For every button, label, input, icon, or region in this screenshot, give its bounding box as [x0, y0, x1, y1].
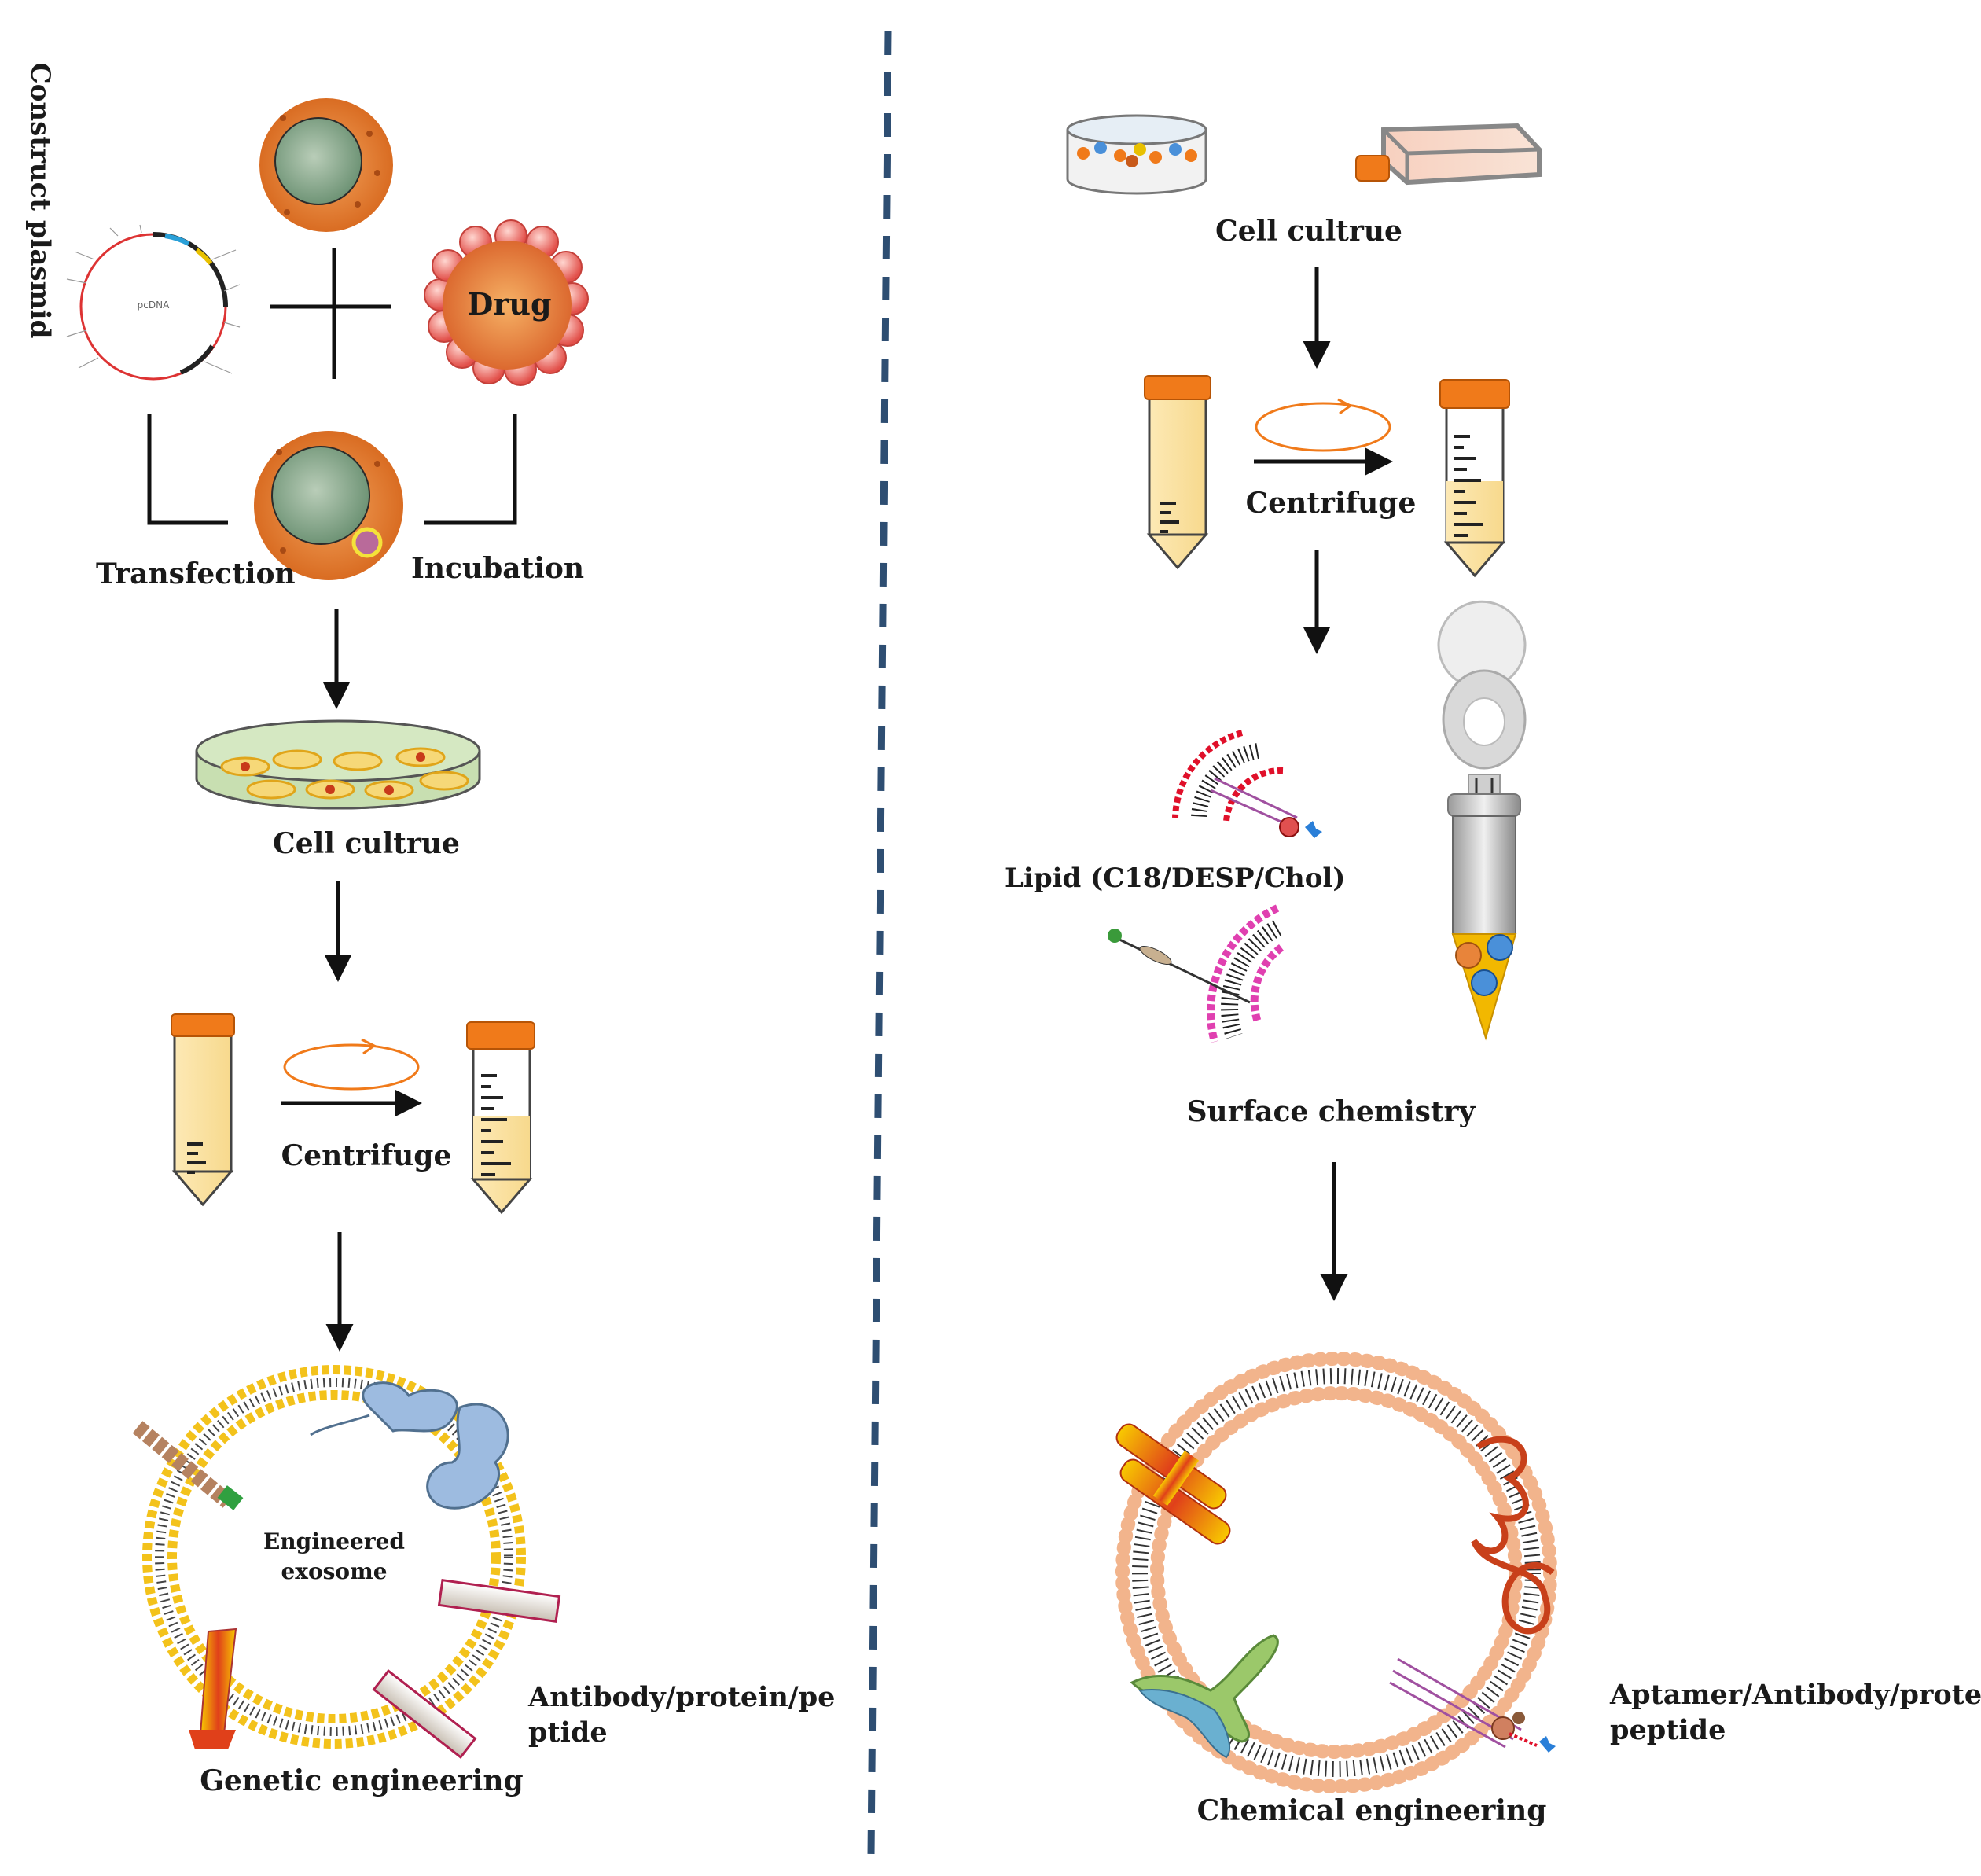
antibody-label-left-1: Antibody/protein/pe — [527, 1681, 835, 1713]
engineered-exosome-left: Engineered exosome — [132, 1365, 561, 1760]
lipid-anchor-ligand — [1389, 1657, 1556, 1753]
transmembrane-protein-left — [189, 1628, 237, 1749]
left-panel-genetic: Construct plasmid pcDNA — [24, 63, 835, 1797]
petri-dish-icon — [1066, 114, 1207, 195]
receptor-protein — [1115, 1423, 1231, 1545]
genetic-engineering-label: Genetic engineering — [200, 1764, 523, 1797]
lipid-fragment-red — [1172, 730, 1322, 838]
aptamer-coil — [1471, 1436, 1555, 1635]
cell-culture-label-left: Cell cultrue — [273, 827, 460, 860]
rotation-icon-left — [283, 1043, 420, 1091]
tube-before-right — [1144, 375, 1211, 570]
membrane-bar-right — [437, 1579, 561, 1623]
donor-cell-icon — [259, 98, 393, 232]
drug-label: Drug — [467, 286, 551, 322]
syringe-filter-icon — [1437, 600, 1527, 1041]
fusion-protein-rod — [132, 1421, 244, 1510]
engineered-cell-icon — [254, 431, 403, 580]
incubation-bracket — [424, 414, 517, 525]
engineered-exosome-label-1: Engineered — [263, 1528, 405, 1554]
rotation-icon-right — [1255, 402, 1391, 452]
cell-culture-label-right: Cell cultrue — [1215, 215, 1402, 248]
plasmid-map-icon: pcDNA — [66, 224, 241, 381]
engineered-exosome-label-2: exosome — [281, 1558, 387, 1584]
tube-after-left — [466, 1021, 535, 1215]
tube-after-right — [1439, 379, 1510, 578]
transfection-bracket — [147, 414, 228, 525]
blue-protein-shape — [310, 1381, 509, 1510]
panel-divider — [867, 31, 892, 1856]
construct-plasmid-label: Construct plasmid — [24, 63, 56, 339]
chemical-exosome — [1115, 1352, 1557, 1793]
membrane-bar-bottom — [372, 1668, 477, 1760]
aptamer-label-1: Aptamer/Antibody/protein/ — [1609, 1679, 1981, 1711]
svg-text:pcDNA: pcDNA — [138, 300, 170, 311]
chemical-engineering-label: Chemical engineering — [1197, 1794, 1547, 1827]
antibody-shape — [1130, 1634, 1279, 1759]
lipid-fragment-magenta — [1108, 904, 1285, 1043]
tube-before-left — [171, 1013, 235, 1207]
culture-flask-icon — [1355, 123, 1542, 186]
plus-cross — [270, 248, 391, 379]
centrifuge-label-left: Centrifuge — [281, 1139, 452, 1172]
centrifuge-label-right: Centrifuge — [1246, 487, 1417, 520]
incubation-label: Incubation — [411, 552, 584, 585]
antibody-label-left-2: ptide — [528, 1716, 608, 1749]
drug-particle-icon: Drug — [424, 219, 589, 386]
transfection-label: Transfection — [96, 557, 296, 590]
culture-dish-icon — [195, 719, 481, 810]
aptamer-label-2: peptide — [1610, 1714, 1726, 1746]
surface-chemistry-label: Surface chemistry — [1187, 1095, 1476, 1128]
right-panel-chemical: Cell cultrue Centrifuge — [1005, 114, 1981, 1827]
lipid-label: Lipid (C18/DESP/Chol) — [1005, 863, 1345, 894]
